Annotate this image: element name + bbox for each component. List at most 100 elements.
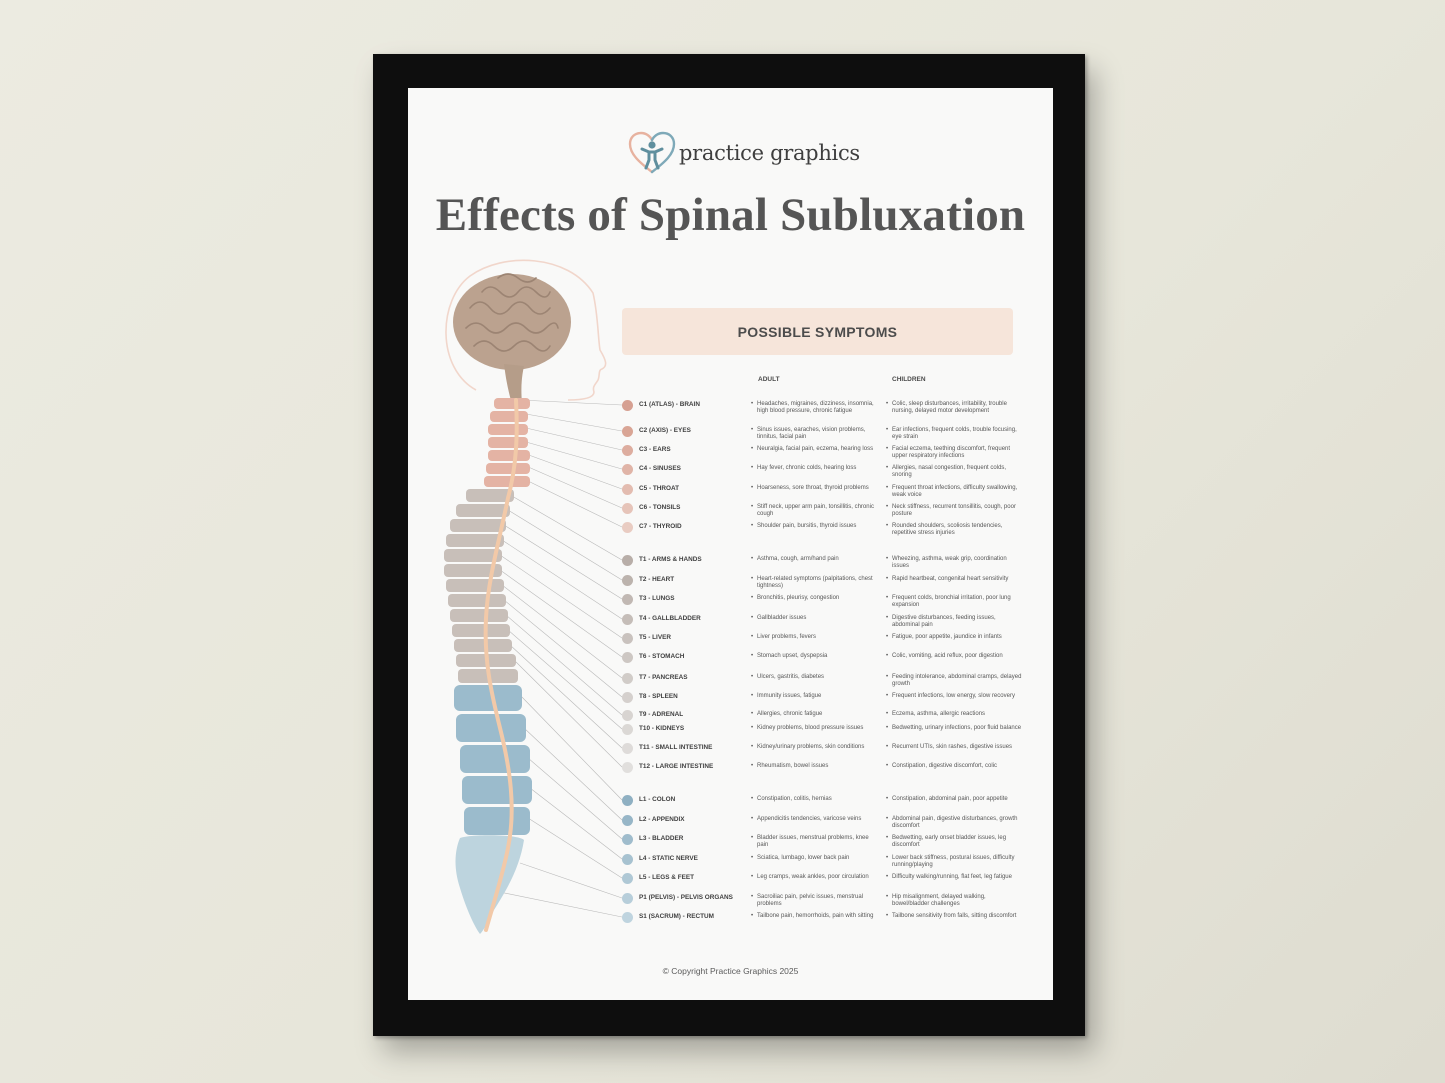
adult-symptoms: Sinus issues, earaches, vision problems,… xyxy=(751,427,880,440)
level-dot xyxy=(622,912,633,923)
symptom-row: T2 - HEARTHeart-related symptoms (palpit… xyxy=(622,575,1022,601)
leader-line xyxy=(499,569,623,658)
children-symptoms: Feeding intolerance, abdominal cramps, d… xyxy=(886,674,1022,687)
vertebra-level: T4 - GALLBLADDER xyxy=(639,615,701,622)
level-dot xyxy=(622,692,633,703)
vertebra-level: T3 - LUNGS xyxy=(639,595,675,602)
symptom-row: T6 - STOMACHStomach upset, dyspepsiaColi… xyxy=(622,652,1022,678)
adult-symptoms: Kidney/urinary problems, skin conditions xyxy=(751,744,880,751)
level-dot xyxy=(622,522,633,533)
level-dot xyxy=(622,743,633,754)
leader-line xyxy=(505,614,623,716)
lumbar-vertebrae xyxy=(454,685,532,835)
adult-symptoms: Tailbone pain, hemorrhoids, pain with si… xyxy=(751,913,880,920)
symptom-row: T11 - SMALL INTESTINE Kidney/urinary prob… xyxy=(622,743,1022,769)
adult-symptoms: Headaches, migraines, dizziness, insomni… xyxy=(751,401,880,414)
children-symptoms: Neck stiffness, recurrent tonsillitis, c… xyxy=(886,504,1022,517)
symptom-row: T5 - LIVERLiver problems, feversFatigue,… xyxy=(622,633,1022,659)
level-dot xyxy=(622,815,633,826)
level-dot xyxy=(622,594,633,605)
leader-line xyxy=(499,554,623,639)
level-dot xyxy=(622,710,633,721)
vertebra-level: L2 - APPENDIX xyxy=(639,816,685,823)
adult-symptoms: Asthma, cough, arm/hand pain xyxy=(751,556,880,563)
symptom-row: T1 - ARMS & HANDS Asthma, cough, arm/hand… xyxy=(622,555,1022,581)
vertebra-level: T6 - STOMACH xyxy=(639,653,685,660)
brain xyxy=(453,274,571,370)
symptom-row: L1 - COLONConstipation, colitis, hernias… xyxy=(622,795,1022,821)
leader-line xyxy=(525,453,623,490)
symptom-row: S1 (SACRUM) - RECTUM Tailbone pain, hemor… xyxy=(622,912,1022,938)
vertebra-level: C2 (AXIS) - EYES xyxy=(639,427,691,434)
level-dot xyxy=(622,762,633,773)
children-symptoms: Rounded shoulders, scoliosis tendencies,… xyxy=(886,523,1022,536)
vertebra-level: L3 - BLADDER xyxy=(639,835,684,842)
vertebra-level: T8 - SPLEEN xyxy=(639,693,678,700)
vertebra-level: T11 - SMALL INTESTINE xyxy=(639,744,713,751)
vertebra-level: C3 - EARS xyxy=(639,446,671,453)
level-dot xyxy=(622,464,633,475)
adult-symptoms: Neuralgia, facial pain, eczema, hearing … xyxy=(751,446,880,453)
children-symptoms: Digestive disturbances, feeding issues, … xyxy=(886,615,1022,628)
level-dot xyxy=(622,503,633,514)
symptom-row: L5 - LEGS & FEET Leg cramps, weak ankles,… xyxy=(622,873,1022,899)
adult-symptoms: Allergies, chronic fatigue xyxy=(751,711,880,718)
leader-line xyxy=(519,862,623,899)
vertebra-level: T1 - ARMS & HANDS xyxy=(639,556,702,563)
children-symptoms: Difficulty walking/running, flat feet, l… xyxy=(886,874,1022,881)
leader-line xyxy=(525,427,623,451)
brainstem xyxy=(504,364,524,404)
logo-text: practice graphics xyxy=(679,141,860,165)
level-dot xyxy=(622,724,633,735)
adult-symptoms: Appendicitis tendencies, varicose veins xyxy=(751,816,880,823)
symptom-row: L4 - STATIC NERVESciatica, lumbago, lowe… xyxy=(622,854,1022,880)
vertebra-level: T12 - LARGE INTESTINE xyxy=(639,763,714,770)
symptom-row: C1 (ATLAS) - BRAINHeadaches, migraines, … xyxy=(622,400,1022,426)
heart-person-icon xyxy=(628,131,676,174)
children-symptoms: Wheezing, asthma, weak grip, coordinatio… xyxy=(886,556,1022,569)
adult-symptoms: Gallbladder issues xyxy=(751,615,880,622)
vertebra-level: L1 - COLON xyxy=(639,796,676,803)
symptom-row: T7 - PANCREAS Ulcers, gastritis, diabetes… xyxy=(622,673,1022,699)
brain-folds xyxy=(465,273,559,352)
vertebra-level: T7 - PANCREAS xyxy=(639,674,688,681)
leader-line xyxy=(511,495,623,561)
level-dot xyxy=(622,834,633,845)
children-symptoms: Fatigue, poor appetite, jaundice in infa… xyxy=(886,634,1022,641)
adult-symptoms: Rheumatism, bowel issues xyxy=(751,763,880,770)
children-symptoms: Rapid heartbeat, congenital heart sensit… xyxy=(886,576,1022,583)
adult-symptoms: Sacroiliac pain, pelvic issues, menstrua… xyxy=(751,894,880,907)
adult-symptoms: Leg cramps, weak ankles, poor circulatio… xyxy=(751,874,880,881)
symptom-row: C3 - EARS Neuralgia, facial pain, eczema,… xyxy=(622,445,1022,471)
adult-symptoms: Ulcers, gastritis, diabetes xyxy=(751,674,880,681)
leader-line xyxy=(503,524,623,600)
adult-symptoms: Stiff neck, upper arm pain, tonsillitis,… xyxy=(751,504,880,517)
vertebra-level: S1 (SACRUM) - RECTUM xyxy=(639,913,714,920)
logo: practice graphics xyxy=(627,130,860,176)
leader-line xyxy=(513,659,623,768)
adult-symptoms: Hay fever, chronic colds, hearing loss xyxy=(751,465,880,472)
level-dot xyxy=(622,445,633,456)
adult-symptoms: Kidney problems, blood pressure issues xyxy=(751,725,880,732)
head-outline xyxy=(445,259,607,401)
vertebra-level: C6 - TONSILS xyxy=(639,504,681,511)
leader-line xyxy=(525,441,623,470)
symptom-row: T10 - KIDNEYSKidney problems, blood pres… xyxy=(622,724,1022,750)
children-symptoms: Abdominal pain, digestive disturbances, … xyxy=(886,816,1022,829)
poster-frame: practice graphics Effects of Spinal Subl… xyxy=(373,54,1085,1036)
leader-line xyxy=(509,644,623,749)
children-symptoms: Recurrent UTIs, skin rashes, digestive i… xyxy=(886,744,1022,751)
adult-symptoms: Stomach upset, dyspepsia xyxy=(751,653,880,660)
leader-line xyxy=(501,539,623,620)
leader-line xyxy=(523,727,623,821)
vertebra-level: L5 - LEGS & FEET xyxy=(639,874,695,881)
children-symptoms: Allergies, nasal congestion, frequent co… xyxy=(886,465,1022,478)
poster: practice graphics Effects of Spinal Subl… xyxy=(408,88,1053,1000)
leader-line xyxy=(529,787,623,860)
symptom-row: C6 - TONSILS Stiff neck, upper arm pain, … xyxy=(622,503,1022,529)
adult-symptoms: Immunity issues, fatigue xyxy=(751,693,880,700)
children-symptoms: Ear infections, frequent colds, trouble … xyxy=(886,427,1022,440)
children-symptoms: Eczema, asthma, allergic reactions xyxy=(886,711,1022,718)
level-dot xyxy=(622,795,633,806)
spinal-cord xyxy=(483,398,519,932)
